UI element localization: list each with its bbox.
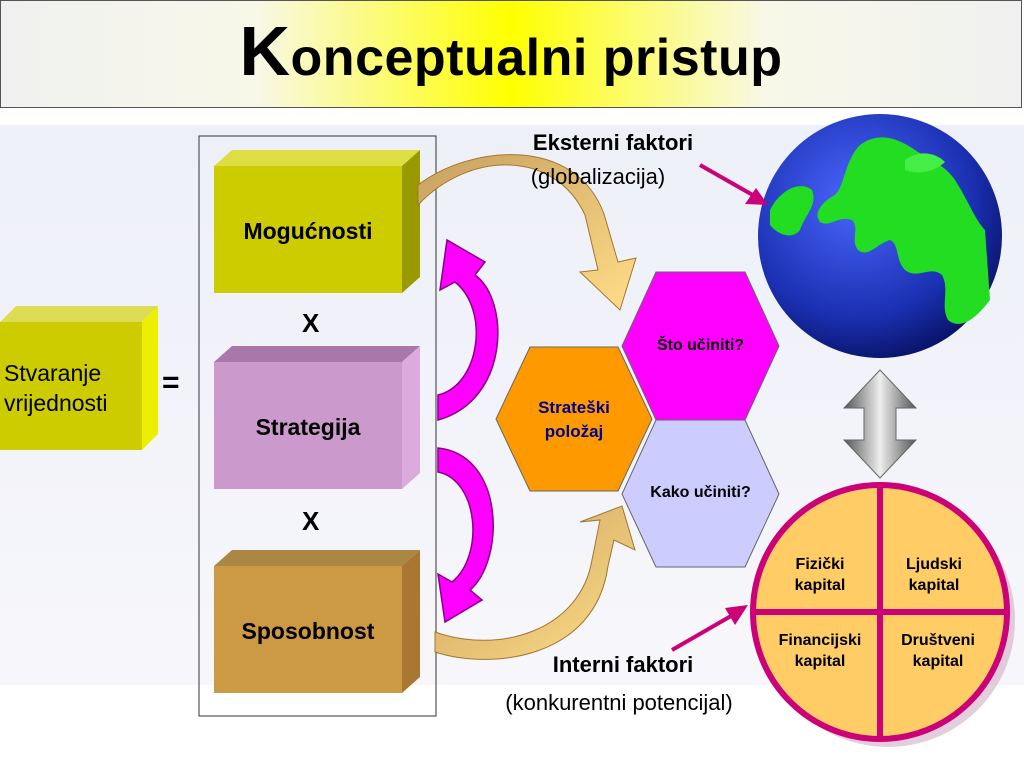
value-creation-box xyxy=(0,306,158,450)
double-vertical-arrow xyxy=(842,369,918,479)
equals-sign: = xyxy=(162,366,180,399)
value-creation-line2: vrijednosti xyxy=(4,390,108,416)
capital-physical-line2: kapital xyxy=(794,577,846,594)
multiply-sign-2: X xyxy=(302,506,320,536)
factor-frame xyxy=(198,135,437,717)
globe-icon xyxy=(758,114,1002,358)
capital-financial-label: Financijski kapital xyxy=(762,630,878,672)
hexagon-position xyxy=(495,346,653,492)
magenta-curved-arrow-top xyxy=(437,238,499,421)
internal-factors-sub: (konkurentni potencijal) xyxy=(505,690,733,715)
internal-factors-label: Interni faktori xyxy=(552,652,694,677)
hexagon-how xyxy=(621,419,780,568)
capital-social-line1: Društveni xyxy=(901,632,975,649)
capital-social-line2: kapital xyxy=(912,653,964,670)
pointer-arrow-external xyxy=(699,163,768,205)
pointer-arrow-internal xyxy=(671,605,748,652)
multiply-sign-1: X xyxy=(302,308,320,338)
title-first-letter: K xyxy=(239,12,291,90)
capital-human-line2: kapital xyxy=(908,577,960,594)
hexagon-position-label: Strateški položaj xyxy=(496,396,652,444)
opportunities-label: Mogućnosti xyxy=(243,218,373,244)
value-creation-line1: Stvaranje xyxy=(4,360,102,386)
hexagon-what-label: Što učiniti? xyxy=(656,337,745,354)
strategy-box xyxy=(214,346,420,489)
capability-label: Sposobnost xyxy=(241,618,375,644)
capital-human-label: Ljudski kapital xyxy=(884,554,984,596)
capital-social-label: Društveni kapital xyxy=(884,630,992,672)
hexagon-position-line2: položaj xyxy=(544,422,604,441)
external-curved-arrow xyxy=(417,154,637,311)
opportunities-box xyxy=(214,150,420,293)
external-factors-label: Eksterni faktori xyxy=(532,130,694,155)
capital-circle xyxy=(750,482,1015,747)
capital-physical-label: Fizički kapital xyxy=(768,554,872,596)
external-factors-sub: (globalizacija) xyxy=(530,164,666,189)
page-title: Konceptualni pristup xyxy=(1,11,1021,91)
title-rest: onceptualni pristup xyxy=(290,29,783,87)
magenta-curved-arrow-bottom xyxy=(437,447,494,624)
capital-financial-line1: Financijski xyxy=(778,632,862,649)
title-bar: Konceptualni pristup xyxy=(0,0,1022,108)
capital-financial-line2: kapital xyxy=(794,653,846,670)
strategy-label: Strategija xyxy=(255,414,361,440)
value-creation-label: Stvaranje vrijednosti xyxy=(4,358,140,418)
capability-box xyxy=(214,550,420,693)
capital-human-line1: Ljudski xyxy=(905,556,962,573)
hexagon-position-line1: Strateški xyxy=(538,398,610,417)
capital-physical-line1: Fizički xyxy=(795,556,845,573)
internal-curved-arrow xyxy=(434,505,636,660)
hexagon-how-label: Kako učiniti? xyxy=(650,484,751,501)
